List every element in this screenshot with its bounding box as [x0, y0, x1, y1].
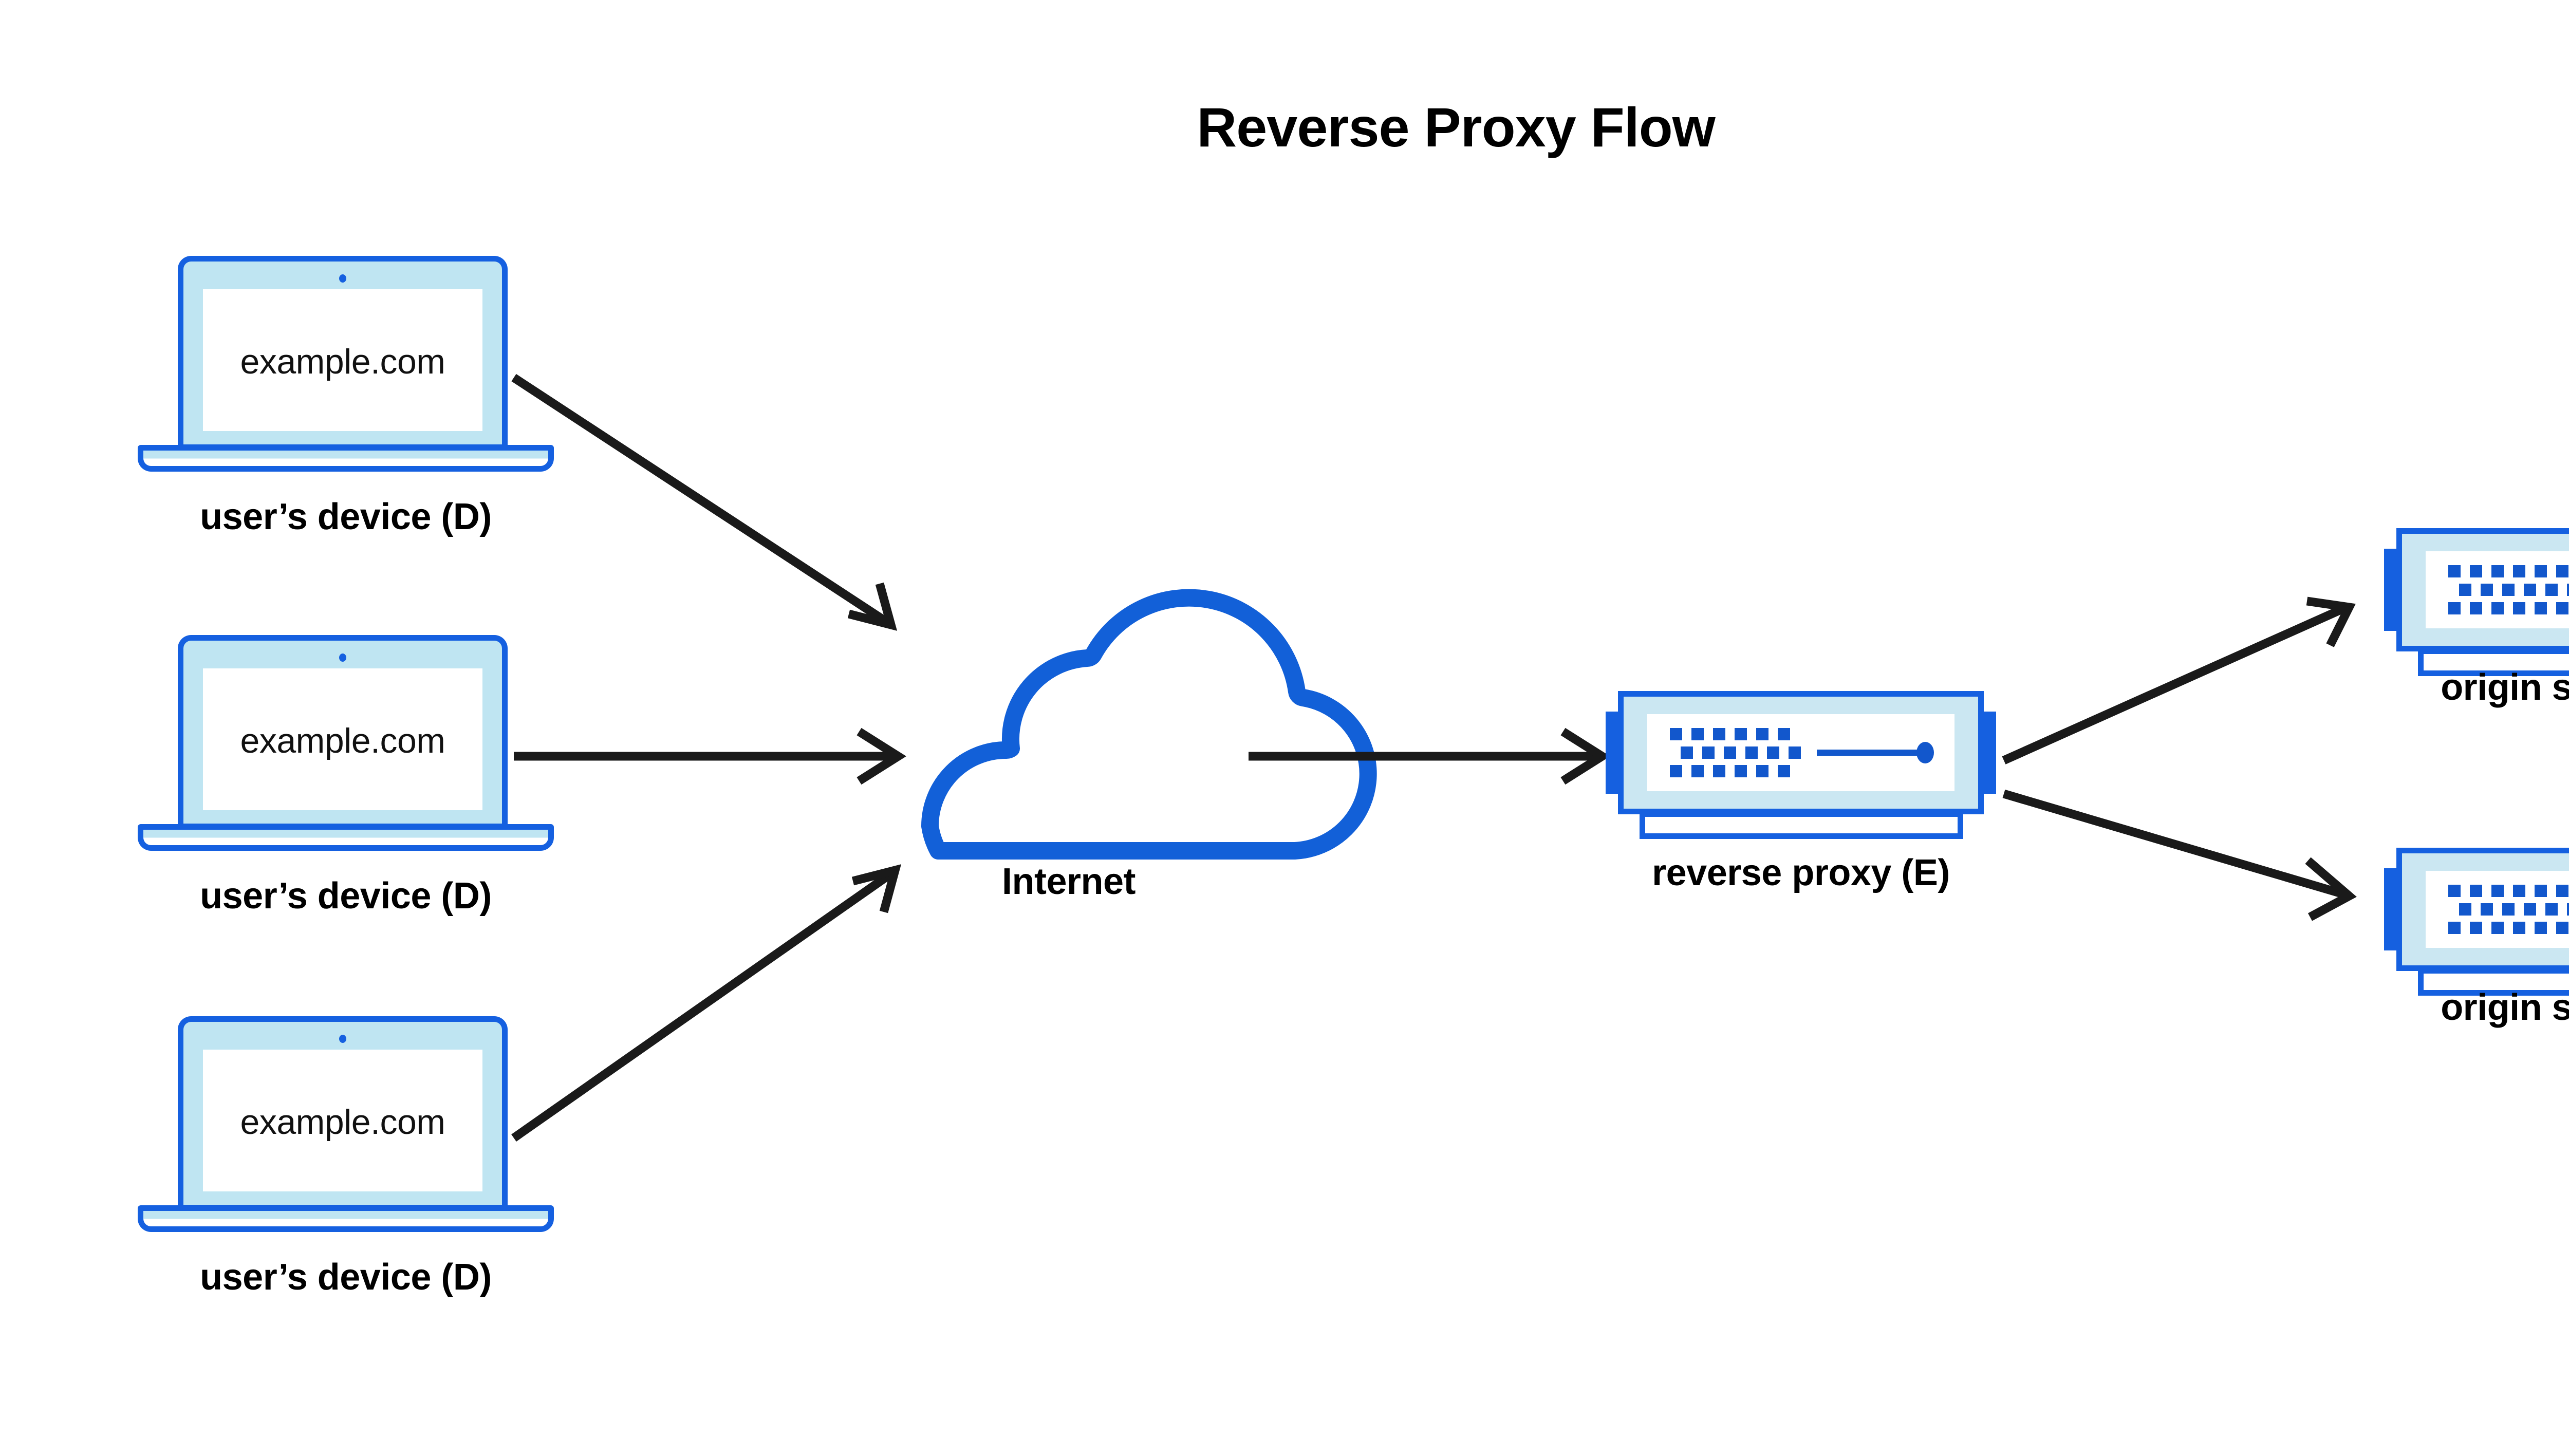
server-port-dots	[2448, 885, 2569, 934]
page-title: Reverse Proxy Flow	[1197, 96, 1715, 158]
server-stand	[1640, 811, 1963, 839]
screen-url-text: example.com	[240, 721, 445, 760]
client-label-3: user’s device (D)	[200, 1257, 492, 1298]
screen-url-text: example.com	[240, 342, 445, 381]
laptop-screen: example.com	[203, 289, 482, 431]
camera-dot-icon	[339, 1035, 346, 1043]
server-stand	[2418, 968, 2569, 996]
proxy-label: reverse proxy (E)	[1652, 852, 1950, 893]
laptop-icon[interactable]: example.com	[138, 635, 554, 851]
server-icon[interactable]	[2384, 848, 2569, 997]
laptop-base	[138, 445, 554, 472]
arrow-client3-to-internet	[511, 864, 902, 1142]
laptop-base	[138, 824, 554, 851]
screen-url-text: example.com	[240, 1103, 445, 1142]
server-panel	[2426, 871, 2569, 948]
server-icon[interactable]	[2384, 528, 2569, 677]
server-led-icon	[1916, 742, 1934, 763]
laptop-screen: example.com	[203, 1050, 482, 1191]
server-panel	[1647, 714, 1954, 791]
laptop-lid: example.com	[178, 1016, 508, 1210]
laptop-lid: example.com	[178, 256, 508, 450]
arrow-proxy-to-origin2	[2002, 789, 2357, 921]
client-label-2: user’s device (D)	[200, 875, 492, 917]
cloud-icon	[921, 589, 1377, 860]
internet-label: Internet	[1001, 861, 1136, 902]
origin-label-2: origin server (F)	[2441, 987, 2569, 1028]
arrow-client1-to-internet	[511, 374, 898, 631]
server-wire-line	[1817, 750, 1923, 756]
arrow-client2-to-internet	[514, 727, 906, 785]
server-port-dots	[1670, 728, 1801, 777]
laptop-lid: example.com	[178, 635, 508, 829]
arrow-internet-to-proxy	[1249, 727, 1610, 785]
laptop-base	[138, 1205, 554, 1232]
laptop-icon[interactable]: example.com	[138, 256, 554, 472]
server-body	[2396, 528, 2569, 651]
origin-label-1: origin server (F)	[2441, 667, 2569, 708]
server-body	[1618, 691, 1984, 814]
server-panel	[2426, 551, 2569, 628]
client-label-1: user’s device (D)	[200, 496, 492, 537]
camera-dot-icon	[339, 654, 346, 662]
server-port-dots	[2448, 565, 2569, 614]
server-stand	[2418, 648, 2569, 676]
server-body	[2396, 848, 2569, 971]
laptop-icon[interactable]: example.com	[138, 1016, 554, 1232]
camera-dot-icon	[339, 274, 346, 283]
arrow-proxy-to-origin1	[2002, 596, 2356, 764]
server-icon[interactable]	[1606, 691, 1996, 840]
laptop-screen: example.com	[203, 668, 482, 810]
